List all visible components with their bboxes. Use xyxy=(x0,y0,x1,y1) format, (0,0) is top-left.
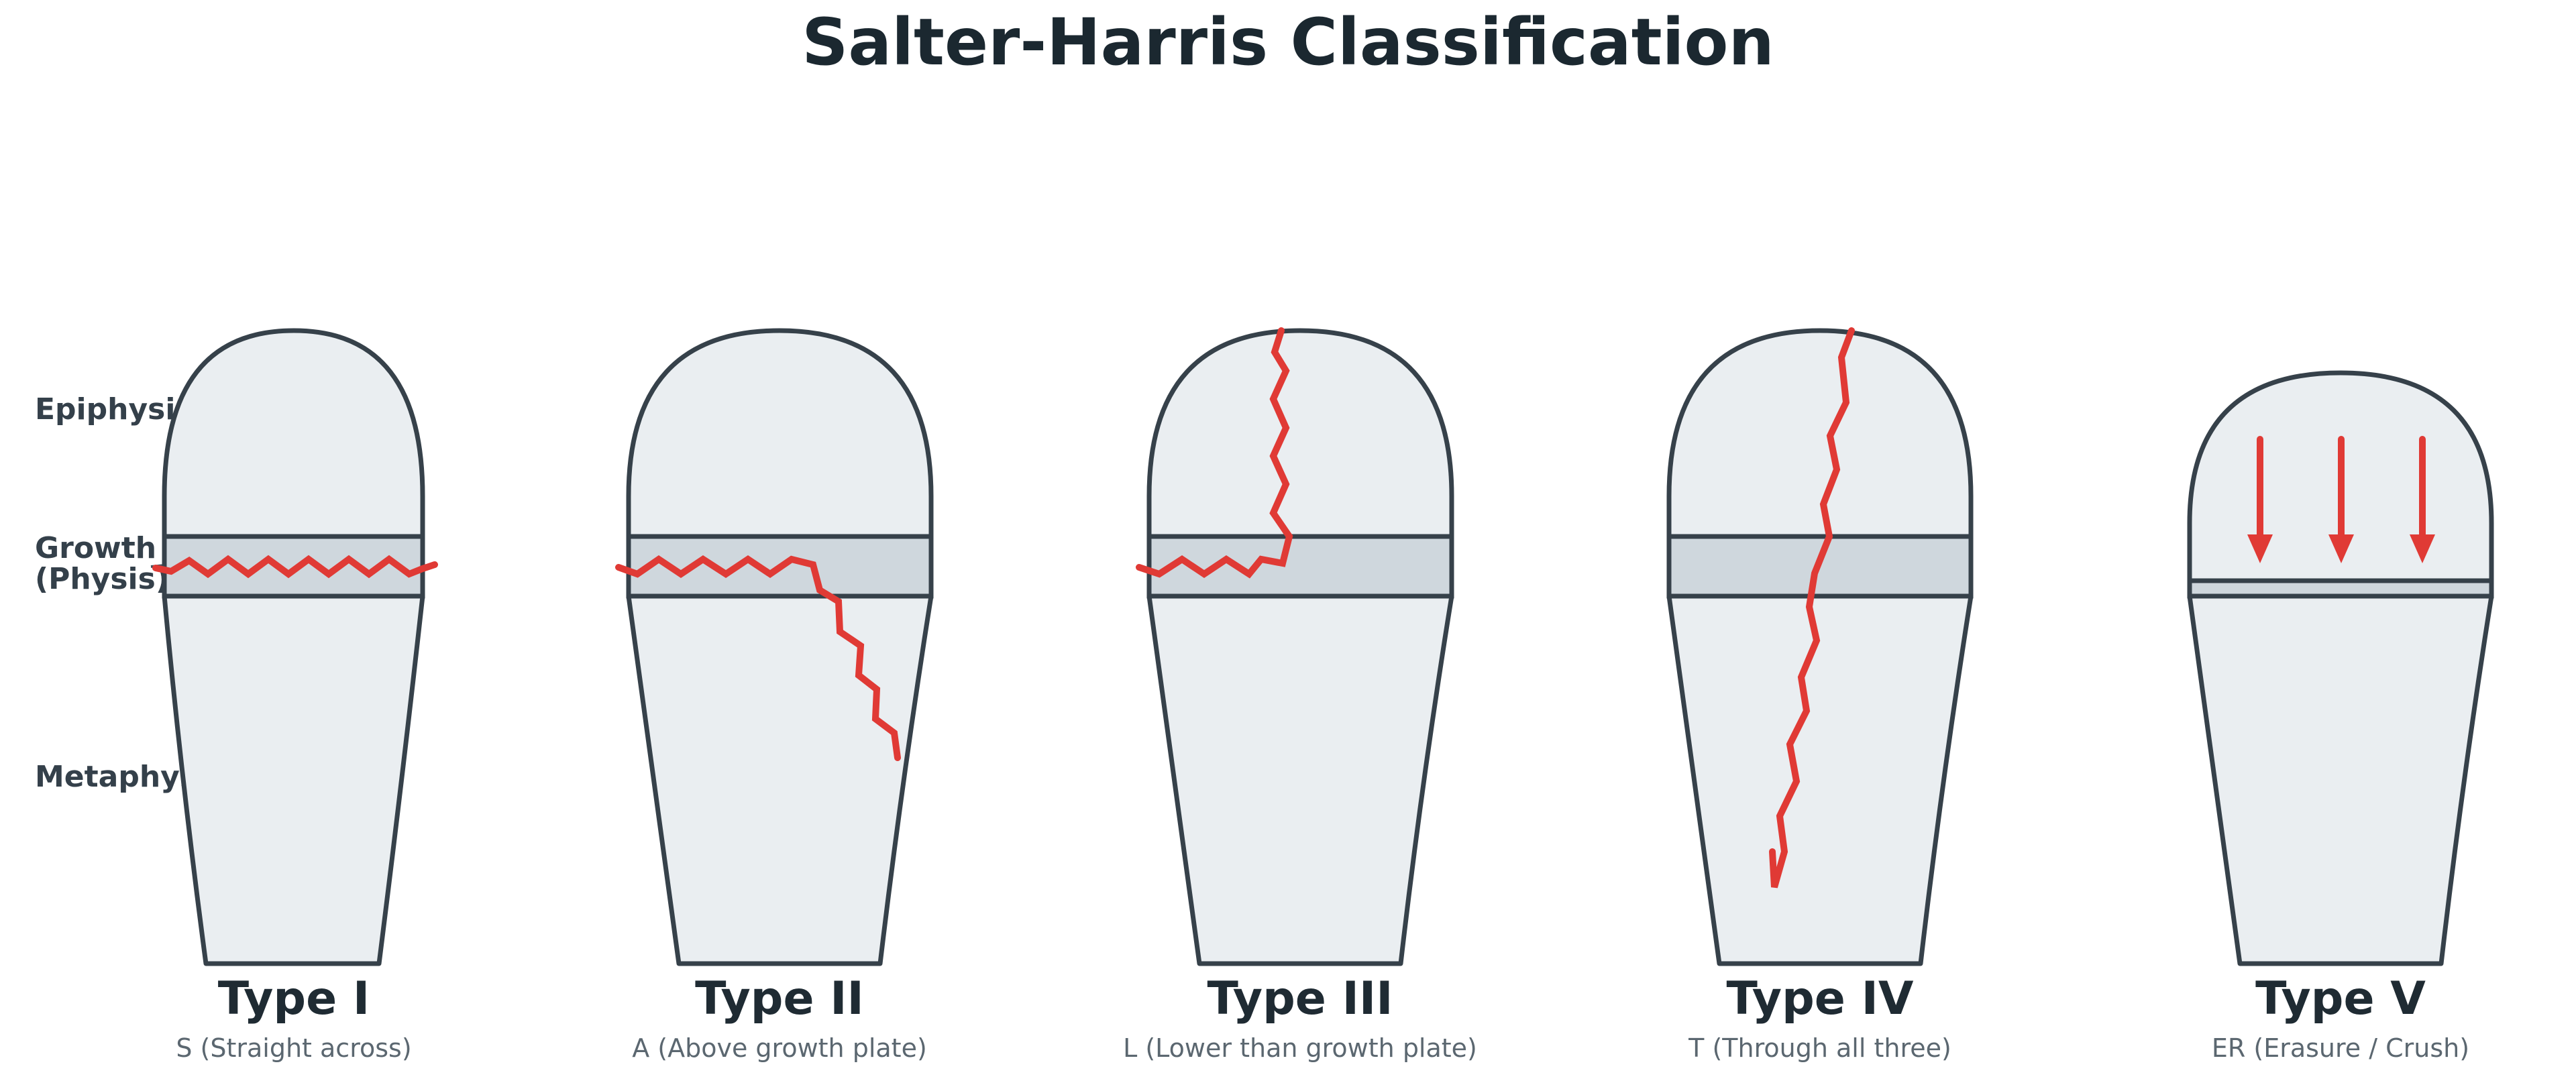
type-v-label: Type V xyxy=(2255,972,2426,1025)
diagram-title: Salter-Harris Classification xyxy=(802,5,1774,80)
type-i-bone xyxy=(152,328,438,966)
metaphysis-shape xyxy=(1146,593,1454,966)
fracture-line xyxy=(152,555,438,579)
epiphysis-label: Epiphysis xyxy=(35,392,193,426)
type-iv-mnemonic: T (Through all three) xyxy=(1688,1033,1951,1063)
type-iii-mnemonic: L (Lower than growth plate) xyxy=(1123,1033,1477,1063)
compression-arrow-head xyxy=(2410,534,2435,563)
fracture-line xyxy=(1769,327,1855,889)
compression-arrow-head xyxy=(2247,534,2273,563)
epiphysis-shape xyxy=(1146,328,1454,539)
epiphysis-shape xyxy=(162,328,425,539)
type-iii-label: Type III xyxy=(1207,972,1393,1025)
metaphysis-shape xyxy=(2187,593,2494,966)
metaphysis-shape xyxy=(162,593,425,966)
type-captions: Type I S (Straight across) Type II A (Ab… xyxy=(176,972,2469,1063)
metaphysis-shape xyxy=(626,593,934,966)
epiphysis-shape xyxy=(626,328,934,539)
type-iv-bone xyxy=(1666,327,1974,966)
type-ii-bone xyxy=(615,328,934,966)
fracture-line xyxy=(1136,327,1293,579)
type-iii-bone xyxy=(1136,327,1454,966)
epiphysis-shape xyxy=(1666,328,1974,539)
type-v-bone xyxy=(2187,370,2494,966)
type-i-label: Type I xyxy=(218,972,370,1025)
metaphysis-shape xyxy=(1666,593,1974,966)
type-ii-mnemonic: A (Above growth plate) xyxy=(632,1033,927,1063)
compression-arrow-head xyxy=(2328,534,2354,563)
type-iv-label: Type IV xyxy=(1726,972,1913,1025)
type-ii-label: Type II xyxy=(695,972,864,1025)
type-v-mnemonic: ER (Erasure / Crush) xyxy=(2212,1033,2469,1063)
fracture-line xyxy=(615,555,901,761)
compression-arrows xyxy=(2247,436,2435,563)
type-i-mnemonic: S (Straight across) xyxy=(176,1033,411,1063)
physis-label: (Physis) xyxy=(35,562,169,596)
